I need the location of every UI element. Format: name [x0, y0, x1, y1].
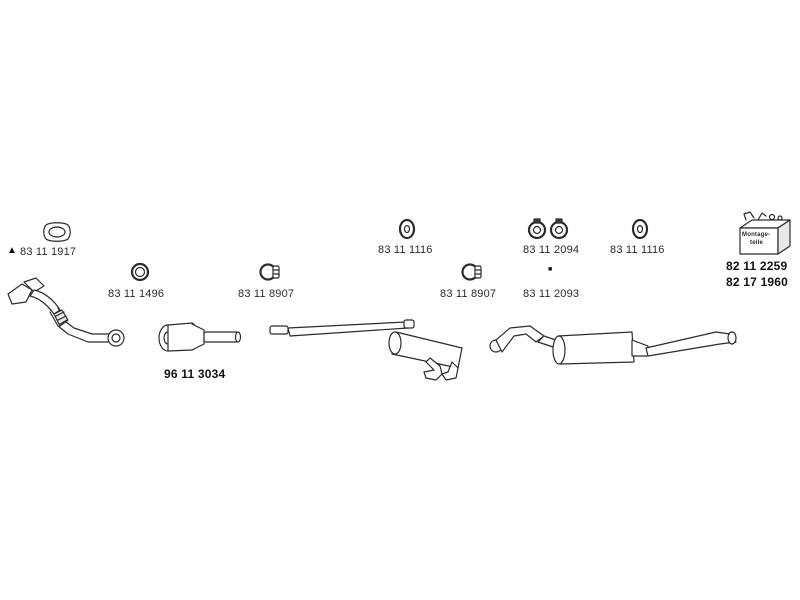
- double-ring-icon: [527, 218, 569, 240]
- part-number-small-bracket: 83 11 2093: [523, 288, 580, 300]
- part-number-ring-gasket: 83 11 1496: [108, 288, 165, 300]
- clamp-icon: [259, 263, 280, 281]
- part-number-hanger-right: 83 11 1116: [610, 244, 665, 256]
- mounting-kit-text-1: Montage-: [742, 232, 771, 238]
- catalytic-converter-icon: [158, 322, 242, 352]
- part-number-mounting-kit-2: 82 17 1960: [726, 275, 789, 289]
- part-number-clamp-left: 83 11 8907: [238, 288, 295, 300]
- part-number-gasket: 83 11 1917: [20, 246, 77, 258]
- small-square-marker: ■: [548, 266, 553, 273]
- part-number-double-ring: 83 11 2094: [523, 244, 580, 256]
- rubber-hanger-icon: [631, 218, 649, 240]
- middle-silencer-icon: [269, 319, 463, 381]
- rubber-hanger-icon: [398, 218, 416, 240]
- ring-gasket-icon: [130, 262, 150, 282]
- rear-silencer-icon: [489, 325, 737, 365]
- part-number-hanger-center: 83 11 1116: [378, 244, 433, 256]
- triangle-marker: ▲: [7, 245, 17, 256]
- mounting-kit-text-2: teile: [750, 240, 764, 246]
- part-number-clamp-right: 83 11 8907: [440, 288, 497, 300]
- mounting-kit-box-icon: [739, 211, 791, 255]
- gasket-icon: [43, 222, 71, 242]
- part-number-mounting-kit-1: 82 11 2259: [726, 259, 788, 273]
- clamp-icon: [461, 263, 482, 281]
- front-pipe-icon: [7, 277, 125, 347]
- part-number-catalyst: 96 11 3034: [164, 367, 226, 381]
